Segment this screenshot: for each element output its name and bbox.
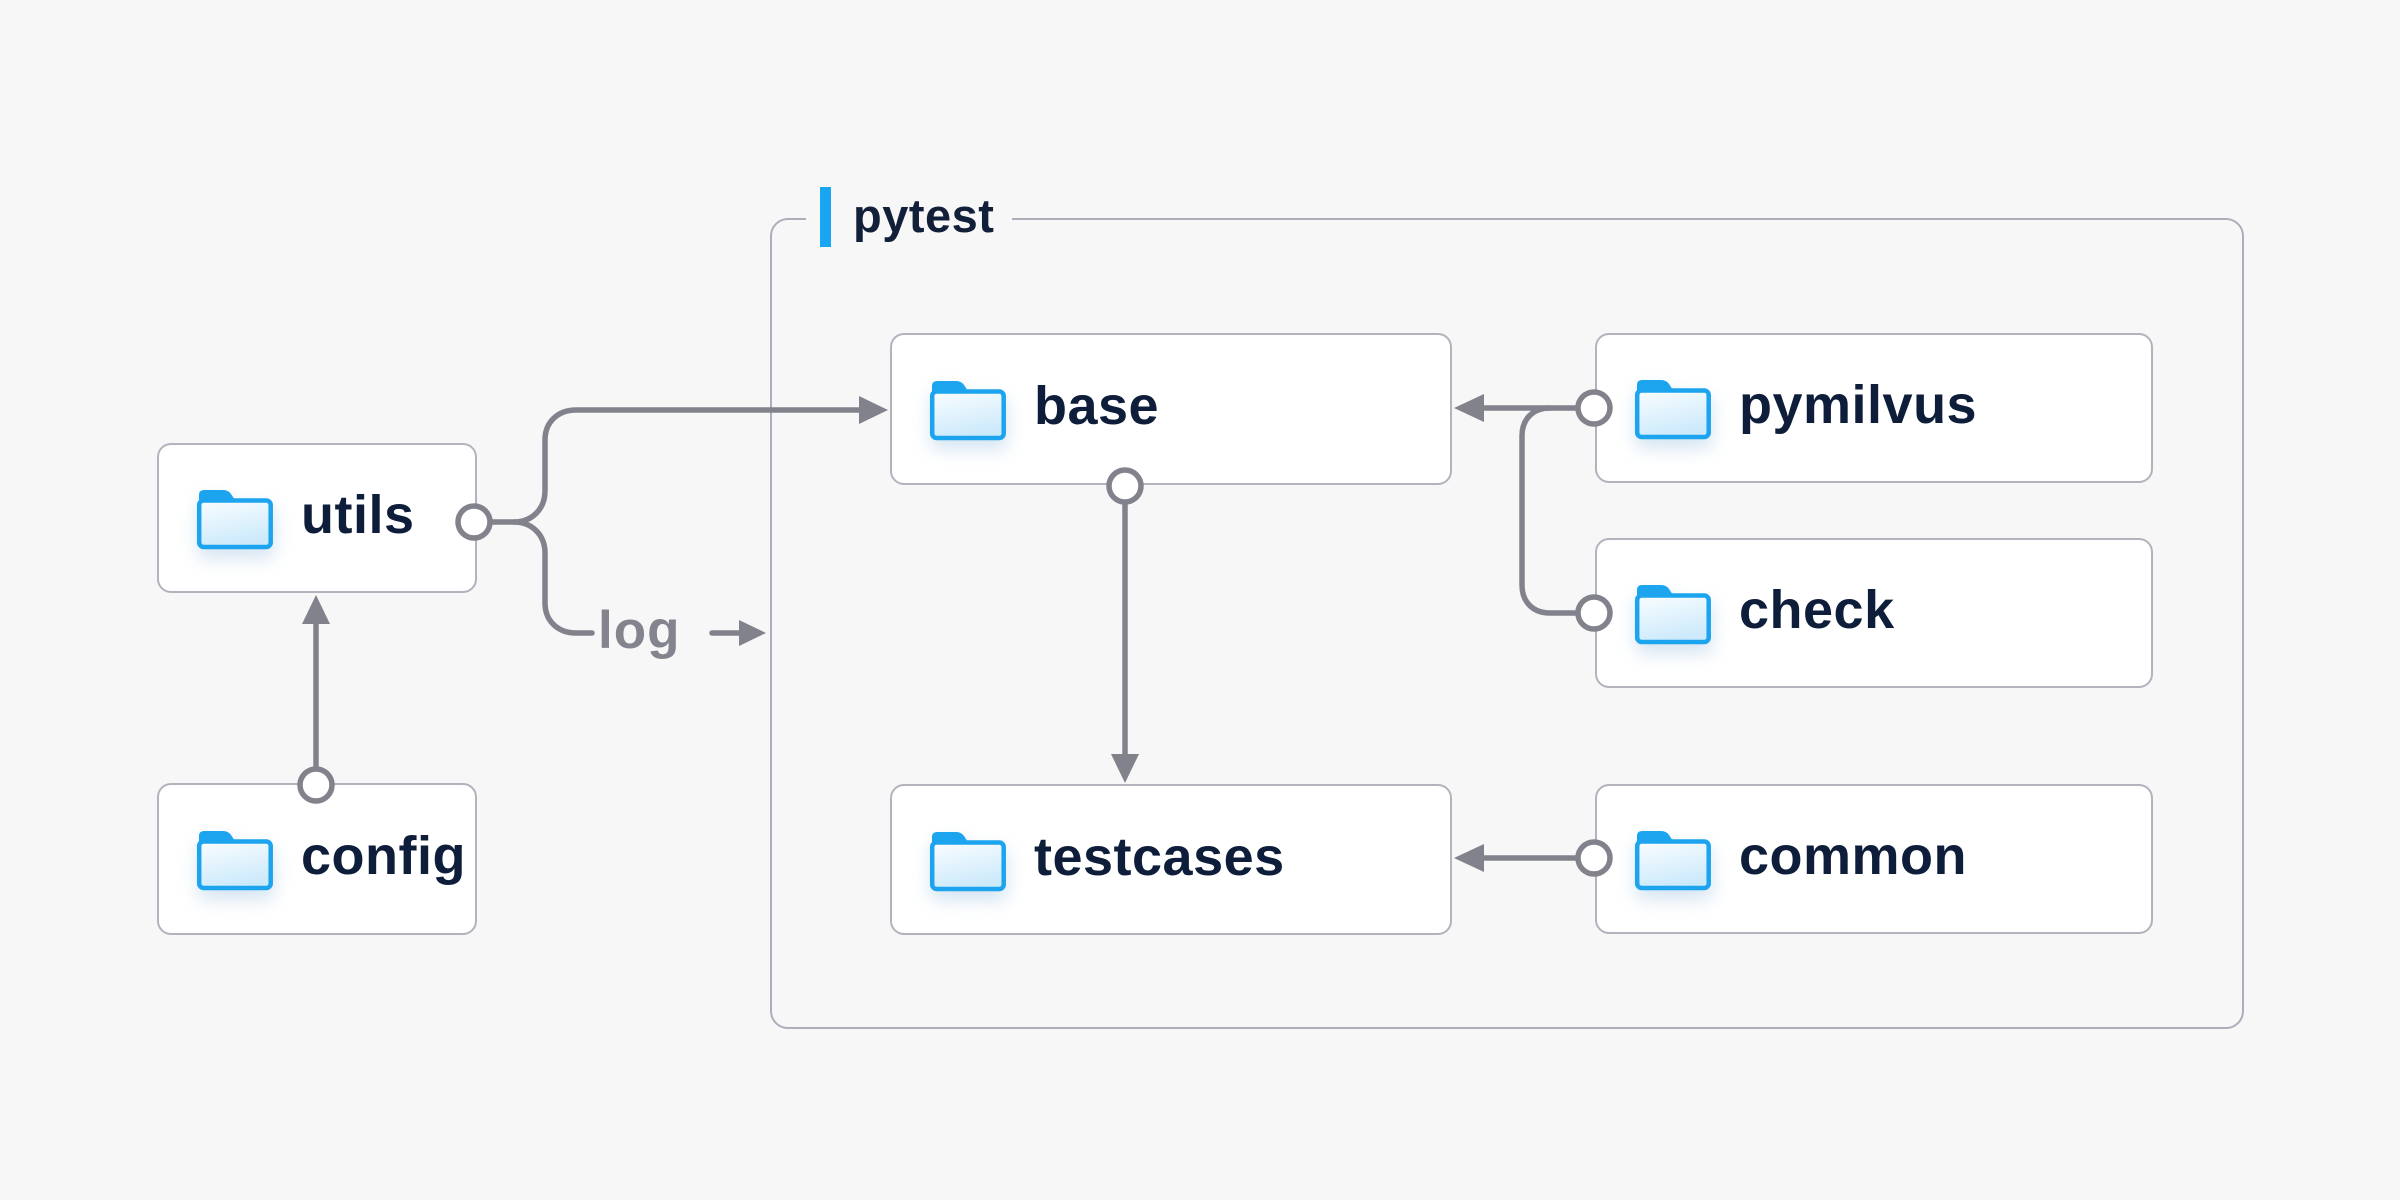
- node-label: utils: [301, 485, 415, 545]
- folder-icon: [929, 377, 1007, 441]
- node-label: pymilvus: [1739, 375, 1978, 435]
- node-label: base: [1034, 376, 1160, 436]
- log-arrow-icon: [739, 620, 766, 646]
- log-edge-label: log: [598, 601, 681, 660]
- node-label: config: [301, 826, 466, 886]
- node-config: config: [157, 783, 477, 935]
- node-testcases: testcases: [890, 784, 1452, 935]
- node-pymilvus: pymilvus: [1595, 333, 2153, 483]
- node-common: common: [1595, 784, 2153, 934]
- folder-icon: [196, 486, 274, 550]
- node-label: common: [1739, 826, 1968, 886]
- pytest-group-label: pytest: [806, 186, 1013, 248]
- accent-bar: [820, 187, 831, 247]
- folder-icon: [929, 828, 1007, 892]
- node-base: base: [890, 333, 1452, 485]
- folder-icon: [1634, 581, 1712, 645]
- node-label: testcases: [1034, 826, 1285, 887]
- pytest-group-title: pytest: [853, 188, 995, 242]
- folder-icon: [1634, 376, 1712, 440]
- edge-config-utils: [297, 595, 335, 804]
- node-check: check: [1595, 538, 2153, 688]
- folder-icon: [1634, 827, 1712, 891]
- folder-icon: [196, 827, 274, 891]
- node-utils: utils: [157, 443, 477, 593]
- pytest-group: [770, 218, 2244, 1029]
- node-label: check: [1739, 580, 1895, 640]
